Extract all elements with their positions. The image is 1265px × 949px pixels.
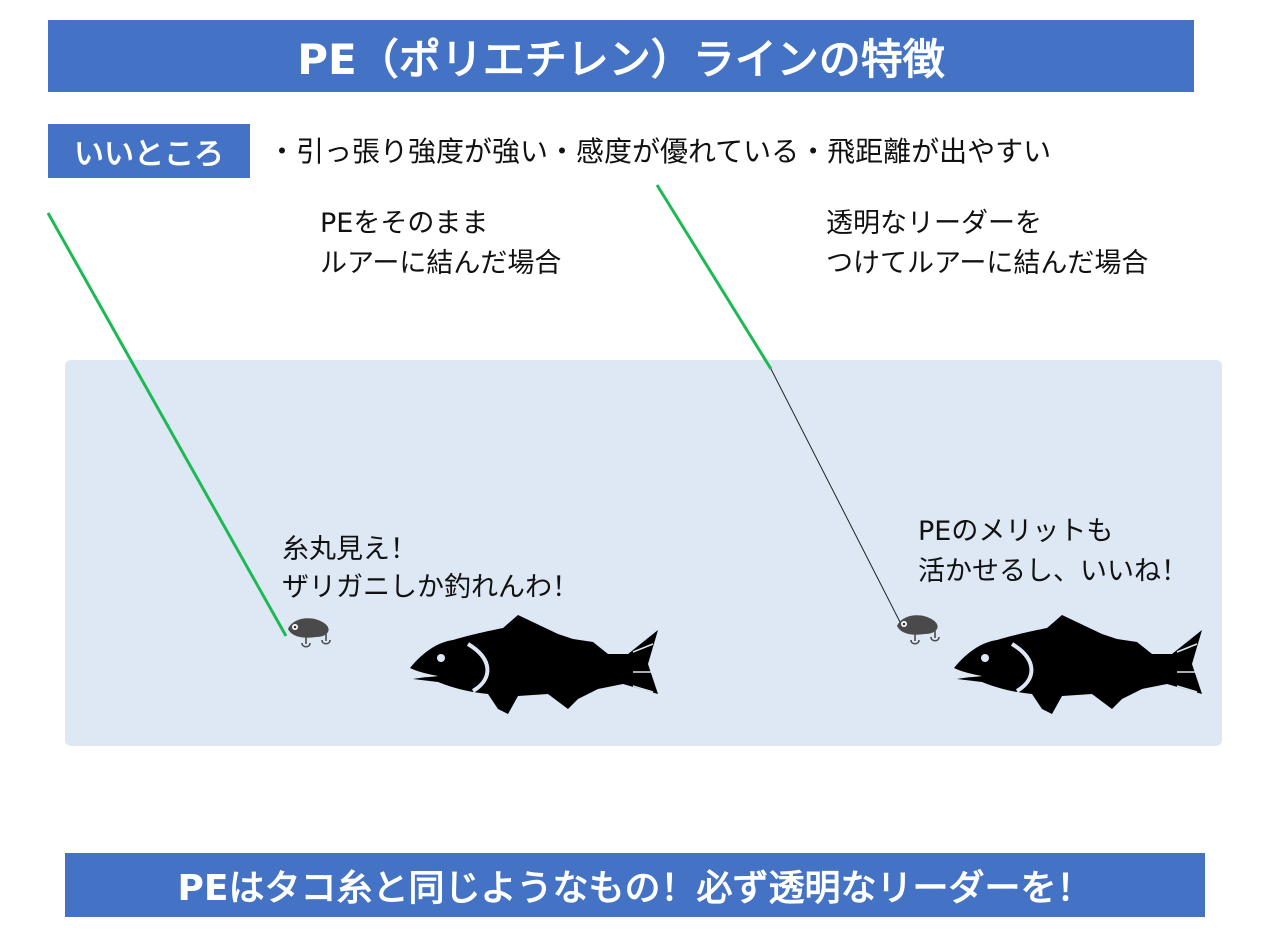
lure-left (287, 617, 331, 648)
right-caption-1: 透明なリーダーを (826, 208, 1042, 239)
left-caption-1: PEをそのまま (320, 208, 489, 239)
right-fish-speech-1: PEのメリットも (918, 516, 1114, 547)
fish-right (952, 613, 1204, 716)
lure-right (896, 614, 940, 645)
right-caption-2: つけてルアーに結んだ場合 (826, 248, 1149, 279)
fish-left (408, 613, 660, 716)
page-title: PE（ポリエチレン）ラインの特徴 (48, 20, 1194, 92)
left-fish-speech-1: 糸丸見え！ (282, 534, 417, 565)
left-caption-2: ルアーに結んだ場合 (320, 248, 562, 279)
left-fish-speech-2: ザリガニしか釣れんわ！ (282, 572, 579, 603)
good-points-label: いいところ (48, 124, 250, 178)
good-points-text: ・引っ張り強度が強い・感度が優れている・飛距離が出やすい (268, 135, 1052, 168)
pe-line-left (46, 212, 288, 637)
right-fish-speech-2: 活かせるし、いいね！ (918, 556, 1188, 587)
footer-banner: PEはタコ糸と同じようなもの！必ず透明なリーダーを！ (65, 853, 1205, 917)
leader-line (770, 368, 901, 623)
pe-line-right (655, 184, 773, 370)
